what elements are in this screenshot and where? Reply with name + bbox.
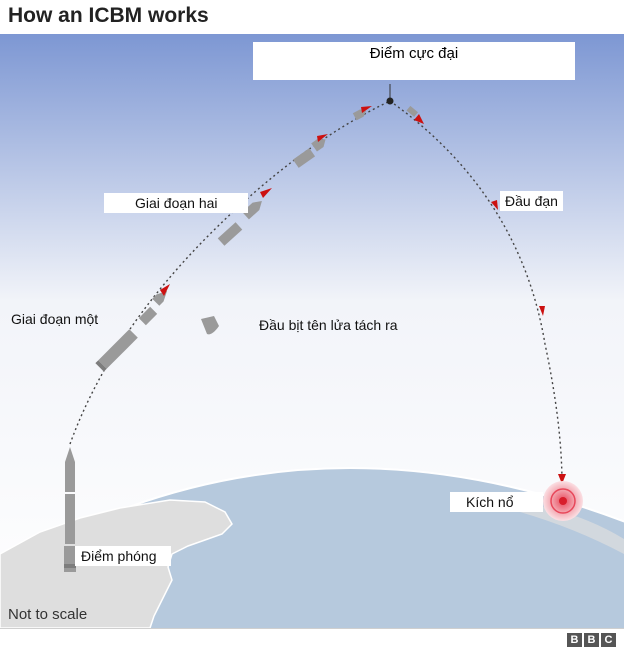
stage-one-rocket	[95, 329, 138, 372]
detonation-ring	[550, 488, 576, 514]
chart-title: How an ICBM works	[8, 4, 209, 27]
bbc-logo: B B C	[567, 633, 616, 647]
stage-one-label: Giai đoạn một	[11, 311, 99, 327]
detonation-label: Kích nổ	[450, 492, 544, 512]
warhead-arrow-three	[539, 306, 545, 316]
warhead-arrow-one	[414, 114, 424, 124]
warhead-arrow-four	[558, 474, 566, 484]
apogee-left-arrow	[361, 106, 372, 113]
stage-two-upper	[242, 200, 262, 220]
stage-two-arrow	[260, 188, 272, 198]
warhead-descent-one	[406, 105, 418, 117]
stage-one-upper	[138, 306, 158, 326]
diagram-stage: Điểm cực đại Giai đoạn hai Đầu đạn Giai …	[0, 34, 624, 628]
nose-separation-label: Đầu bịt tên lửa tách ra	[259, 317, 398, 333]
scale-note: Not to scale	[8, 606, 88, 623]
stage-three-upper	[311, 138, 326, 152]
apogee-label-box: Điểm cực đại	[253, 42, 575, 80]
stage-two-label: Giai đoạn hai	[104, 193, 248, 213]
bbc-logo-letter: B	[567, 633, 582, 647]
nose-fairing	[201, 316, 219, 335]
footer: B B C	[0, 628, 624, 649]
stage-one-arrow	[160, 284, 170, 296]
bbc-logo-letter: B	[584, 633, 599, 647]
stage-two-lower	[217, 222, 243, 246]
detonation-center	[559, 497, 567, 505]
stage-three-arrow	[317, 134, 328, 142]
right-coastline	[520, 502, 624, 554]
launch-point-label: Điểm phóng	[75, 546, 171, 566]
rocket-on-pad	[64, 447, 76, 572]
stage-three-lower	[292, 148, 316, 168]
warhead-arrow-two	[491, 200, 498, 210]
bbc-logo-letter: C	[601, 633, 616, 647]
diagram-svg	[0, 34, 624, 628]
warhead-label: Đầu đạn	[500, 191, 563, 211]
apogee-dot	[386, 97, 394, 105]
apogee-label: Điểm cực đại	[369, 45, 459, 62]
